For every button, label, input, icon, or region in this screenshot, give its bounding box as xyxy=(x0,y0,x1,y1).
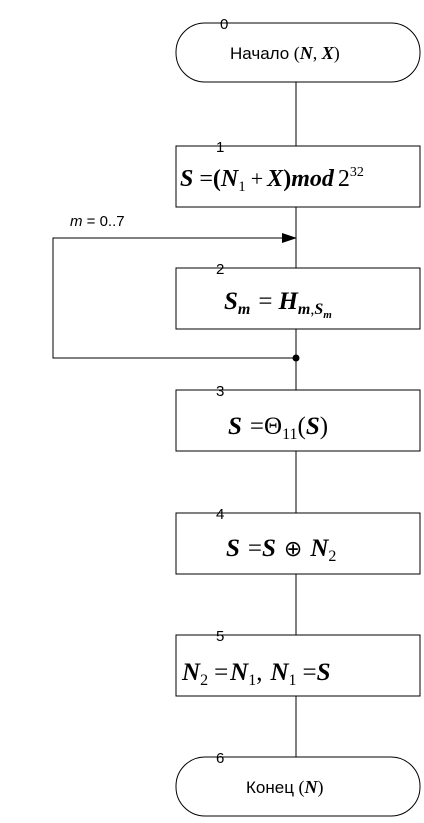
node-3-formula: S=Θ11(S) xyxy=(228,413,328,443)
loop-label: m = 0..7 xyxy=(70,213,125,230)
node-6-number: 6 xyxy=(216,750,224,767)
node-0-label: Начало (N, X) xyxy=(230,43,340,64)
node-6-label: Конец (N) xyxy=(246,777,323,798)
node-5-process: 5 N2=N1,N1=S xyxy=(175,628,421,697)
loop-junction-dot xyxy=(292,354,300,362)
loop-back-line xyxy=(52,237,296,359)
node-0-number: 0 xyxy=(220,16,228,33)
node-5-number: 5 xyxy=(216,628,224,645)
node-4-number: 4 xyxy=(216,506,224,523)
connectors xyxy=(52,82,297,757)
node-2-process: 2 Sm=Hm,Sm xyxy=(175,261,421,330)
node-2-formula: Sm=Hm,Sm xyxy=(224,288,332,321)
node-1-number: 1 xyxy=(216,139,224,156)
loop-arrowhead xyxy=(282,233,297,243)
node-4-formula: S=S⊕N2 xyxy=(226,535,336,565)
node-5-formula: N2=N1,N1=S xyxy=(181,659,331,689)
node-0-start: 0 Начало (N, X) xyxy=(175,16,421,83)
node-4-process: 4 S=S⊕N2 xyxy=(175,506,421,575)
node-3-number: 3 xyxy=(216,383,224,400)
node-3-process: 3 S=Θ11(S) xyxy=(175,383,421,452)
node-6-end: 6 Конец (N) xyxy=(175,750,421,817)
node-2-number: 2 xyxy=(216,261,224,278)
